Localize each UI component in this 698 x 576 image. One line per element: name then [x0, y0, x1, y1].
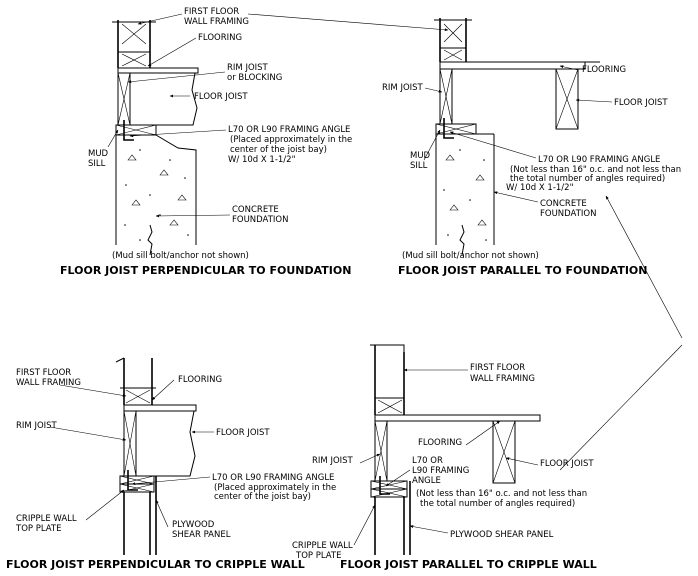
floor-joist: [555, 68, 579, 130]
label-angle-note-line1: (Not less than 16" o.c. and not less tha…: [416, 489, 587, 499]
label-rim-line1: RIM JOIST: [227, 63, 269, 73]
label-floor-joist: FLOOR JOIST: [540, 459, 594, 469]
title-detail-1: FLOOR JOIST PERPENDICULAR TO FOUNDATION: [60, 264, 351, 277]
label-flooring: FLOORING: [178, 375, 222, 385]
label-floor-joist: FLOOR JOIST: [194, 92, 248, 102]
label-angle-line2: L90 FRAMING: [412, 466, 469, 476]
label-wall-line1: FIRST FLOOR: [16, 368, 71, 378]
detail-perpendicular-foundation: FIRST FLOOR WALL FRAMING FLOORING RIM JO…: [60, 7, 352, 277]
detail-perpendicular-cripple: FIRST FLOOR WALL FRAMING FLOORING RIM JO…: [6, 357, 336, 571]
detail-parallel-cripple: FIRST FLOOR WALL FRAMING FLOORING FLOOR …: [292, 344, 597, 571]
concrete-foundation: [435, 133, 495, 256]
framing-angle: [443, 118, 454, 139]
label-foundation-line2: FOUNDATION: [540, 209, 596, 219]
leader-lines: [353, 368, 539, 546]
stud-wall: [434, 18, 472, 62]
label-topplate-line2: TOP PLATE: [15, 524, 61, 534]
label-angle-line4: W/ 10d X 1-1/2": [506, 183, 574, 193]
label-mudsill-line2: SILL: [410, 161, 428, 171]
rim-joist: [117, 72, 131, 126]
label-flooring: FLOORING: [198, 33, 242, 43]
label-wall-line2: WALL FRAMING: [16, 378, 81, 388]
label-rim-joist: RIM JOIST: [16, 421, 58, 431]
label-angle-line1: L70 OR L90 FRAMING ANGLE: [538, 155, 660, 165]
label-mudsill-line1: MUD: [410, 151, 431, 161]
label-wall-line2: WALL FRAMING: [470, 374, 535, 384]
label-mudsill-line1: MUD: [88, 149, 109, 159]
stud-wall: [370, 344, 405, 415]
leader-lines: [107, 13, 231, 218]
note-anchor: (Mud sill bolt/anchor not shown): [402, 251, 539, 261]
label-wall-framing: FIRST FLOOR WALL FRAMING: [184, 7, 249, 27]
label-floor-joist: FLOOR JOIST: [614, 98, 668, 108]
title-detail-2: FLOOR JOIST PARALLEL TO FOUNDATION: [398, 264, 647, 277]
label-floor-joist: FLOOR JOIST: [216, 428, 270, 438]
label-wall-line2: WALL FRAMING: [184, 17, 249, 27]
title-detail-3: FLOOR JOIST PERPENDICULAR TO CRIPPLE WAL…: [6, 558, 305, 571]
label-flooring: FLOORING: [418, 438, 462, 448]
label-plywood-line1: PLYWOOD: [172, 520, 215, 530]
label-topplate-line1: CRIPPLE WALL: [16, 514, 77, 524]
label-angle-line1: L70 OR L90 FRAMING ANGLE: [212, 473, 334, 483]
framing-angle: [379, 476, 390, 495]
framing-angle: [127, 470, 138, 491]
label-angle-line4: W/ 10d X 1-1/2": [228, 155, 296, 165]
leader-lines: [49, 379, 214, 528]
label-topplate-line1: CRIPPLE WALL: [292, 541, 353, 551]
label-foundation-line1: CONCRETE: [540, 199, 587, 209]
flooring-board: [374, 414, 541, 422]
cripple-studs: [123, 476, 157, 555]
rim-joist: [439, 68, 453, 125]
label-wall-line1: FIRST FLOOR: [184, 7, 239, 17]
flooring-board: [117, 67, 199, 74]
label-rim-joist: RIM JOIST: [382, 83, 424, 93]
floor-joist: [492, 420, 516, 484]
label-angle-line3: ANGLE: [412, 476, 441, 486]
label-angle-line1: L70 OR L90 FRAMING ANGLE: [228, 125, 350, 135]
label-plywood: PLYWOOD SHEAR PANEL: [450, 530, 554, 540]
stud-wall: [115, 357, 156, 405]
label-mudsill-line2: SILL: [88, 159, 106, 169]
flooring-board: [439, 61, 586, 70]
label-foundation-line2: FOUNDATION: [232, 215, 288, 225]
title-detail-4: FLOOR JOIST PARALLEL TO CRIPPLE WALL: [340, 558, 597, 571]
stud-wall: [112, 20, 156, 68]
label-foundation-line1: CONCRETE: [232, 205, 279, 215]
note-anchor: (Mud sill bolt/anchor not shown): [112, 251, 249, 261]
leader-lines: [423, 65, 613, 203]
label-angle-line2: (Placed approximately in the: [230, 135, 352, 145]
leader-shared-wall: [247, 13, 449, 32]
label-plywood-line2: SHEAR PANEL: [172, 530, 231, 540]
concrete-foundation: [115, 134, 197, 256]
label-angle-note-line2: the total number of angles required): [420, 499, 575, 509]
floor-joist: [136, 410, 196, 477]
framing-angle: [123, 120, 134, 141]
flooring-board: [123, 404, 197, 412]
label-angle-line2: (Not less than 16" o.c. and not less tha…: [510, 165, 681, 175]
label-angle-line3: center of the joist bay): [214, 492, 311, 502]
floor-joist: [130, 72, 198, 126]
leader-angle-note-down: [559, 344, 683, 471]
label-rim-joist: RIM JOIST: [312, 456, 354, 466]
detail-parallel-foundation: FLOORING RIM JOIST FLOOR JOIST L70 OR L9…: [382, 18, 681, 277]
label-rim-line2: or BLOCKING: [227, 73, 282, 83]
label-angle-line2: (Placed approximately in the: [214, 483, 336, 493]
leader-angle-note-up: [605, 195, 683, 339]
label-wall-line1: FIRST FLOOR: [470, 363, 525, 373]
rim-joist: [374, 420, 388, 482]
label-topplate-line2: TOP PLATE: [295, 551, 341, 561]
label-angle-line3: center of the joist bay): [230, 145, 327, 155]
label-flooring: FLOORING: [582, 65, 626, 75]
rim-joist: [123, 410, 137, 477]
label-angle-line3: the total number of angles required): [510, 174, 665, 184]
label-angle-line1: L70 OR: [412, 456, 443, 466]
